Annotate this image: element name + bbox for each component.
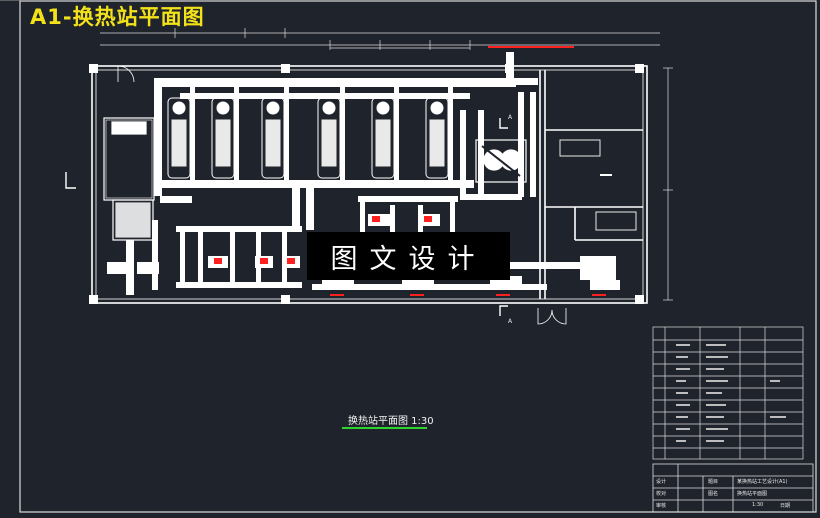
heat-exchanger-1 (167, 97, 191, 179)
plan-caption-underline (342, 427, 427, 429)
sheet-title: A1-换热站平面图 (30, 5, 205, 29)
building-walls (91, 65, 648, 304)
water-tank (103, 117, 155, 241)
heat-exchanger-5 (371, 97, 395, 179)
heat-exchanger-6 (425, 97, 449, 179)
heat-exchanger-4 (317, 97, 341, 179)
lower-left-pump-group (176, 226, 302, 288)
door-symbols (117, 65, 567, 325)
exchanger-risers (190, 86, 453, 180)
section-cut-marks (65, 118, 508, 316)
title-block-row-label: 设计 (656, 479, 667, 485)
control-room-items (559, 139, 637, 231)
watermark-label: 图文设计 (307, 232, 510, 280)
title-block-row-label: 审核 (656, 503, 667, 509)
left-pumps (107, 220, 159, 295)
title-block-row-label: 校对 (656, 491, 667, 497)
title-block-project-label: 题目 (708, 479, 719, 485)
top-dimension-lines (100, 28, 660, 50)
plan-caption: 换热站平面图 1:30 (348, 416, 434, 427)
heat-exchanger-2 (211, 97, 235, 179)
equipment-schedule-table (652, 326, 804, 460)
sheet-border (19, 0, 817, 513)
heat-exchanger-group (167, 97, 449, 179)
main-pipes (154, 52, 538, 230)
title-block-drawing-label: 图名 (708, 491, 719, 497)
title-block-scale: 1:30 (752, 502, 764, 508)
title-block-project-value: 某换热站工艺设计(A1) (737, 479, 788, 485)
title-block-date-label: 日期 (780, 503, 791, 509)
schedule-text-marks (676, 344, 786, 442)
right-dimension-lines (663, 67, 673, 301)
heat-exchanger-3 (261, 97, 285, 179)
title-block (652, 463, 814, 513)
highlighted-valves (214, 46, 606, 296)
filter-unit (475, 139, 527, 183)
section-mark-top: A (508, 114, 513, 121)
title-block-drawing-value: 换热站平面图 (737, 491, 768, 497)
section-mark-bottom: A (508, 318, 513, 325)
